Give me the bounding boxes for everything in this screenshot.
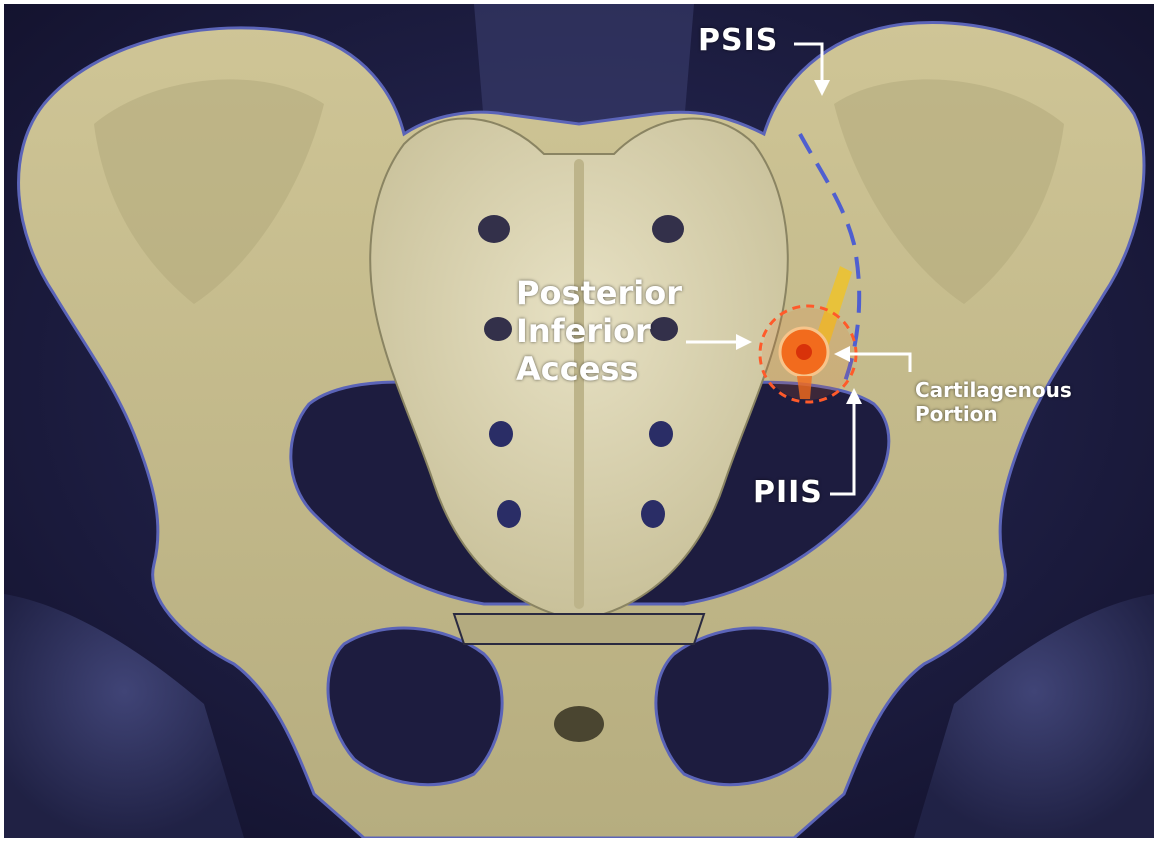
label-line: Portion bbox=[915, 402, 1072, 426]
sacral-foramen bbox=[484, 317, 512, 341]
sacral-foramen bbox=[478, 215, 510, 243]
piis-label: PIIS bbox=[753, 478, 823, 508]
pubic-symphysis bbox=[454, 614, 704, 644]
sacral-foramen bbox=[649, 421, 673, 447]
coccyx bbox=[554, 706, 604, 742]
pelvis-illustration: PSIS Posterior Inferior Access Cartilage… bbox=[4, 4, 1154, 838]
cartilagenous-portion-label: Cartilagenous Portion bbox=[915, 378, 1072, 426]
cartilagenous-core bbox=[796, 344, 812, 360]
sacral-foramen bbox=[652, 215, 684, 243]
sacral-foramen bbox=[641, 500, 665, 528]
sacral-foramen bbox=[497, 500, 521, 528]
label-line: Inferior bbox=[516, 312, 682, 350]
psis-label: PSIS bbox=[698, 26, 778, 56]
sacral-foramen bbox=[489, 421, 513, 447]
label-line: Access bbox=[516, 350, 682, 388]
label-line: Cartilagenous bbox=[915, 378, 1072, 402]
lumbar-spine-shadow bbox=[474, 4, 694, 124]
posterior-inferior-access-label: Posterior Inferior Access bbox=[516, 274, 682, 388]
label-line: Posterior bbox=[516, 274, 682, 312]
